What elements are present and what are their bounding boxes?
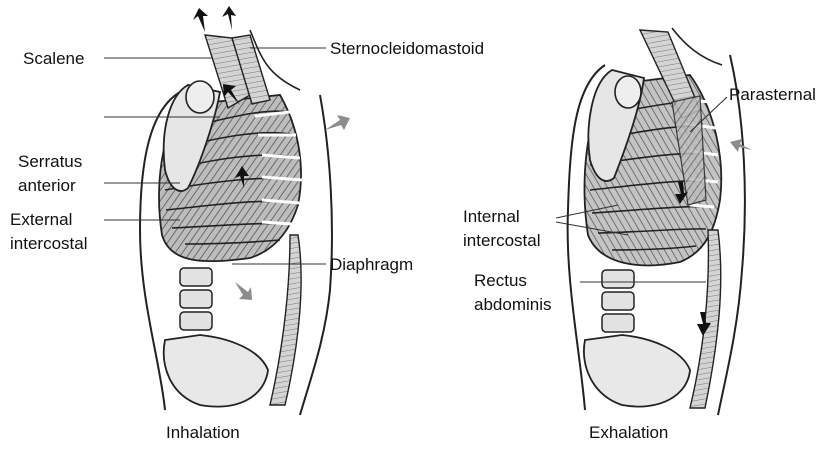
inhalation-spine (180, 268, 212, 330)
serratus-anterior-label-line1: Serratus (18, 151, 82, 172)
external-intercostal-label-line2: intercostal (10, 233, 87, 254)
sternocleidomastoid-label: Sternocleidomastoid (330, 38, 484, 59)
inhalation-rectus (270, 235, 301, 405)
parasternal-label: Parasternal (729, 84, 816, 105)
exhalation-illustration (556, 28, 752, 415)
internal-intercostal-label-line1: Internal (463, 206, 520, 227)
diaphragm-label: Diaphragm (330, 254, 413, 275)
inhalation-caption: Inhalation (166, 423, 240, 443)
external-intercostal-label-line1: External (10, 209, 72, 230)
serratus-anterior-label-line2: anterior (18, 175, 76, 196)
exhalation-spine (602, 270, 634, 332)
exhalation-pelvis (584, 335, 690, 407)
scalene-label: Scalene (23, 48, 84, 69)
exhalation-caption: Exhalation (589, 423, 668, 443)
rectus-abdominis-label-line1: Rectus (474, 270, 527, 291)
rectus-abdominis-label-line2: abdominis (474, 294, 552, 315)
internal-intercostal-label-line2: intercostal (463, 230, 540, 251)
inhalation-illustration (104, 6, 350, 415)
inhalation-pelvis (164, 335, 268, 407)
